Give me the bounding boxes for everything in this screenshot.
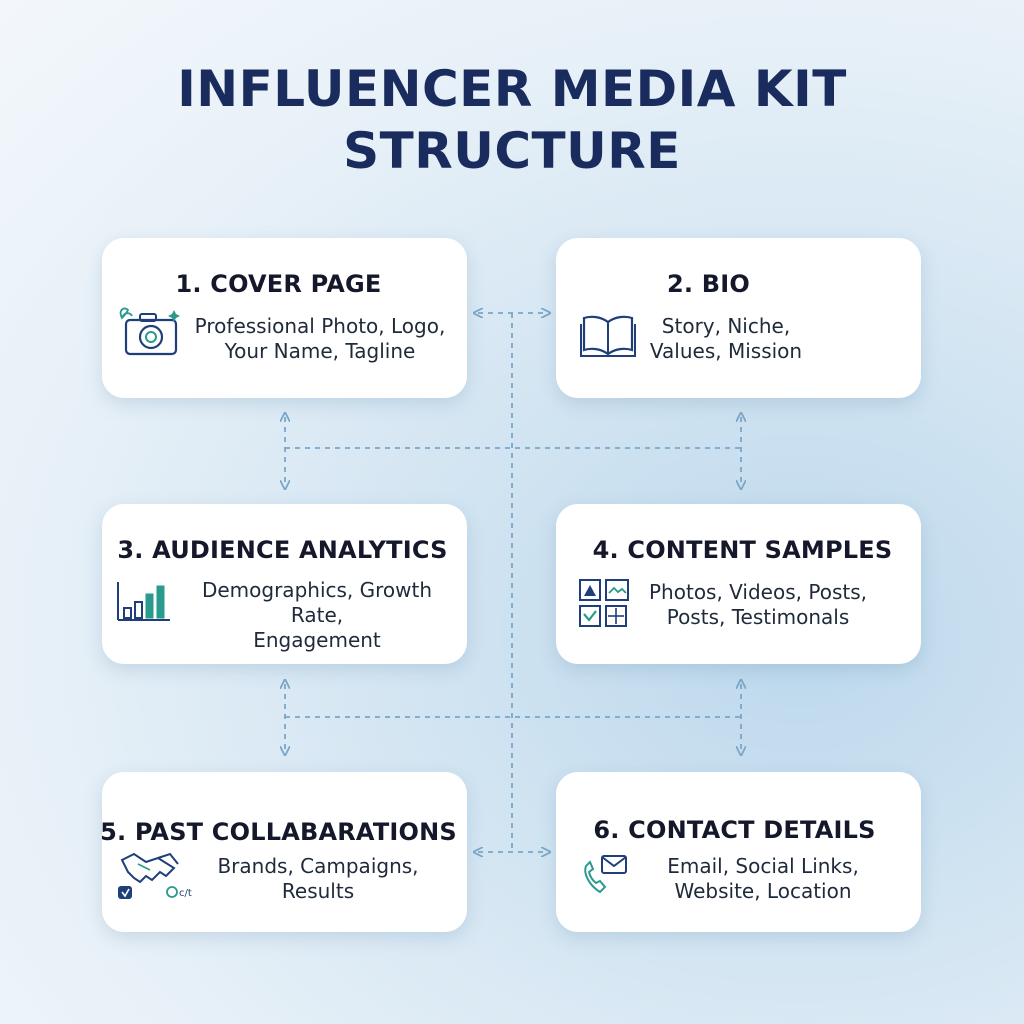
description-line-1: Email, Social Links, (667, 854, 859, 878)
description-line-1: Story, Niche, (661, 314, 791, 338)
book-icon (580, 315, 636, 357)
bar-chart-icon (117, 582, 170, 621)
card-description: Demographics, Growth Rate, Engagement (174, 578, 460, 653)
handshake-icon: c/t (118, 852, 192, 899)
card-heading: 4. CONTENT SAMPLES (592, 536, 893, 564)
phone-mail-icon (584, 855, 627, 894)
card-heading: 3. AUDIENCE ANALYTICS (117, 536, 448, 564)
title-line-1: INFLUENCER MEDIA KIT (177, 60, 847, 118)
camera-icon (119, 307, 180, 356)
card-cover-page: 1. COVER PAGE Professional Photo, Logo, … (102, 238, 467, 398)
card-description: Professional Photo, Logo, Your Name, Tag… (184, 314, 456, 364)
description-line-1: Professional Photo, Logo, (194, 314, 446, 338)
card-contact-details: 6. CONTACT DETAILS Email, Social Links, … (556, 772, 921, 932)
description-line-2: Engagement (253, 628, 381, 652)
card-past-collaborations: 5. PAST COLLABARATIONS c/t Brands, Campa… (100, 772, 467, 932)
card-heading: 2. BIO (667, 270, 750, 298)
card-heading: 1. COVER PAGE (175, 270, 382, 298)
card-description: Brands, Campaigns, Results (208, 854, 428, 904)
description-line-2: Results (281, 879, 355, 903)
card-description: Photos, Videos, Posts, Posts, Testimonal… (640, 580, 876, 630)
description-line-1: Demographics, Growth Rate, (201, 578, 433, 627)
diagram-title: INFLUENCER MEDIA KIT STRUCTURE (0, 58, 1024, 182)
description-line-1: Brands, Campaigns, (217, 854, 419, 878)
card-description: Email, Social Links, Website, Location (636, 854, 890, 904)
title-line-2: STRUCTURE (343, 122, 681, 180)
card-heading: 6. CONTACT DETAILS (593, 816, 876, 844)
description-line-1: Photos, Videos, Posts, (649, 580, 867, 604)
gallery-icon (579, 579, 629, 627)
card-content-samples: 4. CONTENT SAMPLES Photos, Videos, Posts… (556, 504, 921, 664)
card-audience-analytics: 3. AUDIENCE ANALYTICS Demographics, Grow… (102, 504, 467, 664)
description-line-2: Values, Mission (649, 339, 803, 363)
card-heading: 5. PAST COLLABARATIONS (100, 818, 457, 846)
description-line-2: Website, Location (674, 879, 852, 903)
card-bio: 2. BIO Story, Niche, Values, Mission (556, 238, 921, 398)
description-line-2: Your Name, Tagline (224, 339, 416, 363)
description-line-2: Posts, Testimonals (666, 605, 850, 629)
svg-text:c/t: c/t (179, 888, 192, 899)
card-description: Story, Niche, Values, Mission (636, 314, 816, 364)
